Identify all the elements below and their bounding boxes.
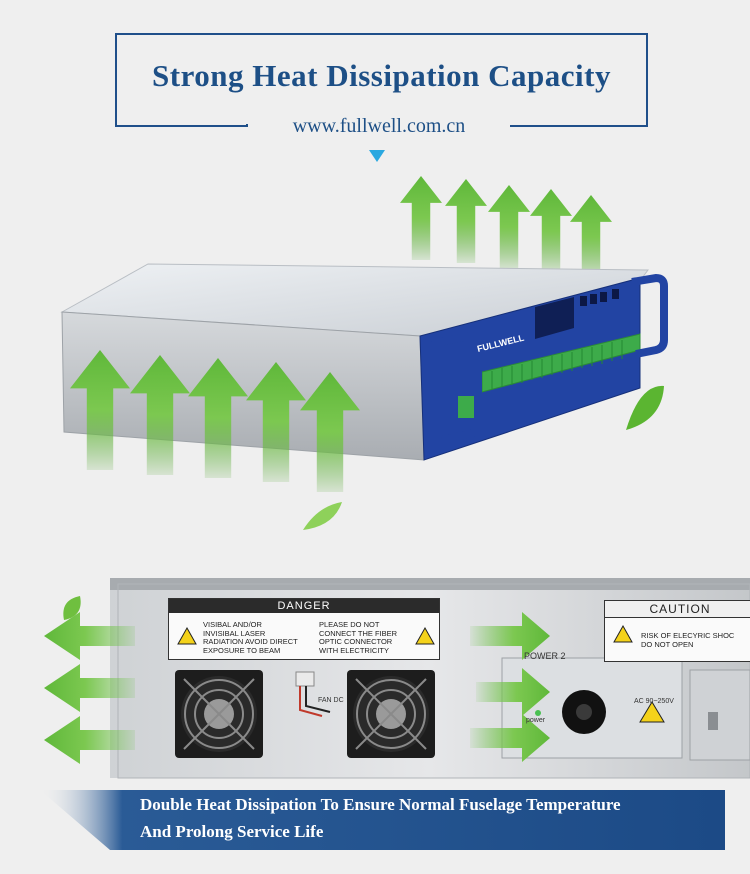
electric-warning-icon <box>415 627 435 645</box>
fan-icon <box>562 690 606 734</box>
fan-icon <box>347 670 435 758</box>
power-led-label: power <box>526 717 546 724</box>
website-link[interactable]: www.fullwell.com.cn <box>292 115 466 137</box>
back-panel-photo <box>44 578 750 779</box>
caution-text: RISK OF ELECYRIC SHOC DO NOT OPEN <box>641 631 735 649</box>
leaf-icon <box>63 596 81 620</box>
footer-line-2: And Prolong Service Life <box>140 822 324 841</box>
right-arrow-icon <box>470 612 550 762</box>
danger-heading: DANGER <box>169 599 439 613</box>
website-wrap: www.fullwell.com.cn <box>248 113 510 139</box>
danger-right-text: PLEASE DO NOT CONNECT THE FIBER OPTIC CO… <box>319 620 398 655</box>
electric-warning-icon <box>613 625 633 643</box>
electric-warning-icon <box>639 701 665 723</box>
up-arrow-icon <box>400 176 612 279</box>
leaf-icon <box>626 385 664 430</box>
leaf-icon <box>303 502 342 530</box>
laser-warning-icon <box>177 627 197 645</box>
page-title: Strong Heat Dissipation Capacity <box>152 58 611 93</box>
device-illustration: FULLWELL <box>60 176 668 530</box>
left-arrow-icon <box>44 612 135 764</box>
power-module-label: POWER 2 <box>524 651 566 661</box>
ac-input-label: AC 90~250V <box>634 698 674 705</box>
danger-left-text: VISIBAL AND/OR INVISIBAL LASER RADIATION… <box>203 620 298 655</box>
footer-band <box>40 790 725 850</box>
down-triangle-icon <box>369 150 385 162</box>
footer-line-1: Double Heat Dissipation To Ensure Normal… <box>140 795 621 814</box>
fan-icon <box>175 670 263 758</box>
danger-label: DANGER VISIBAL AND/OR INVISIBAL LASER RA… <box>168 598 440 660</box>
caution-label: CAUTION RISK OF ELECYRIC SHOC DO NOT OPE… <box>604 600 750 662</box>
fan-connector-label: FAN DC <box>318 697 344 704</box>
caution-heading: CAUTION <box>605 601 750 618</box>
